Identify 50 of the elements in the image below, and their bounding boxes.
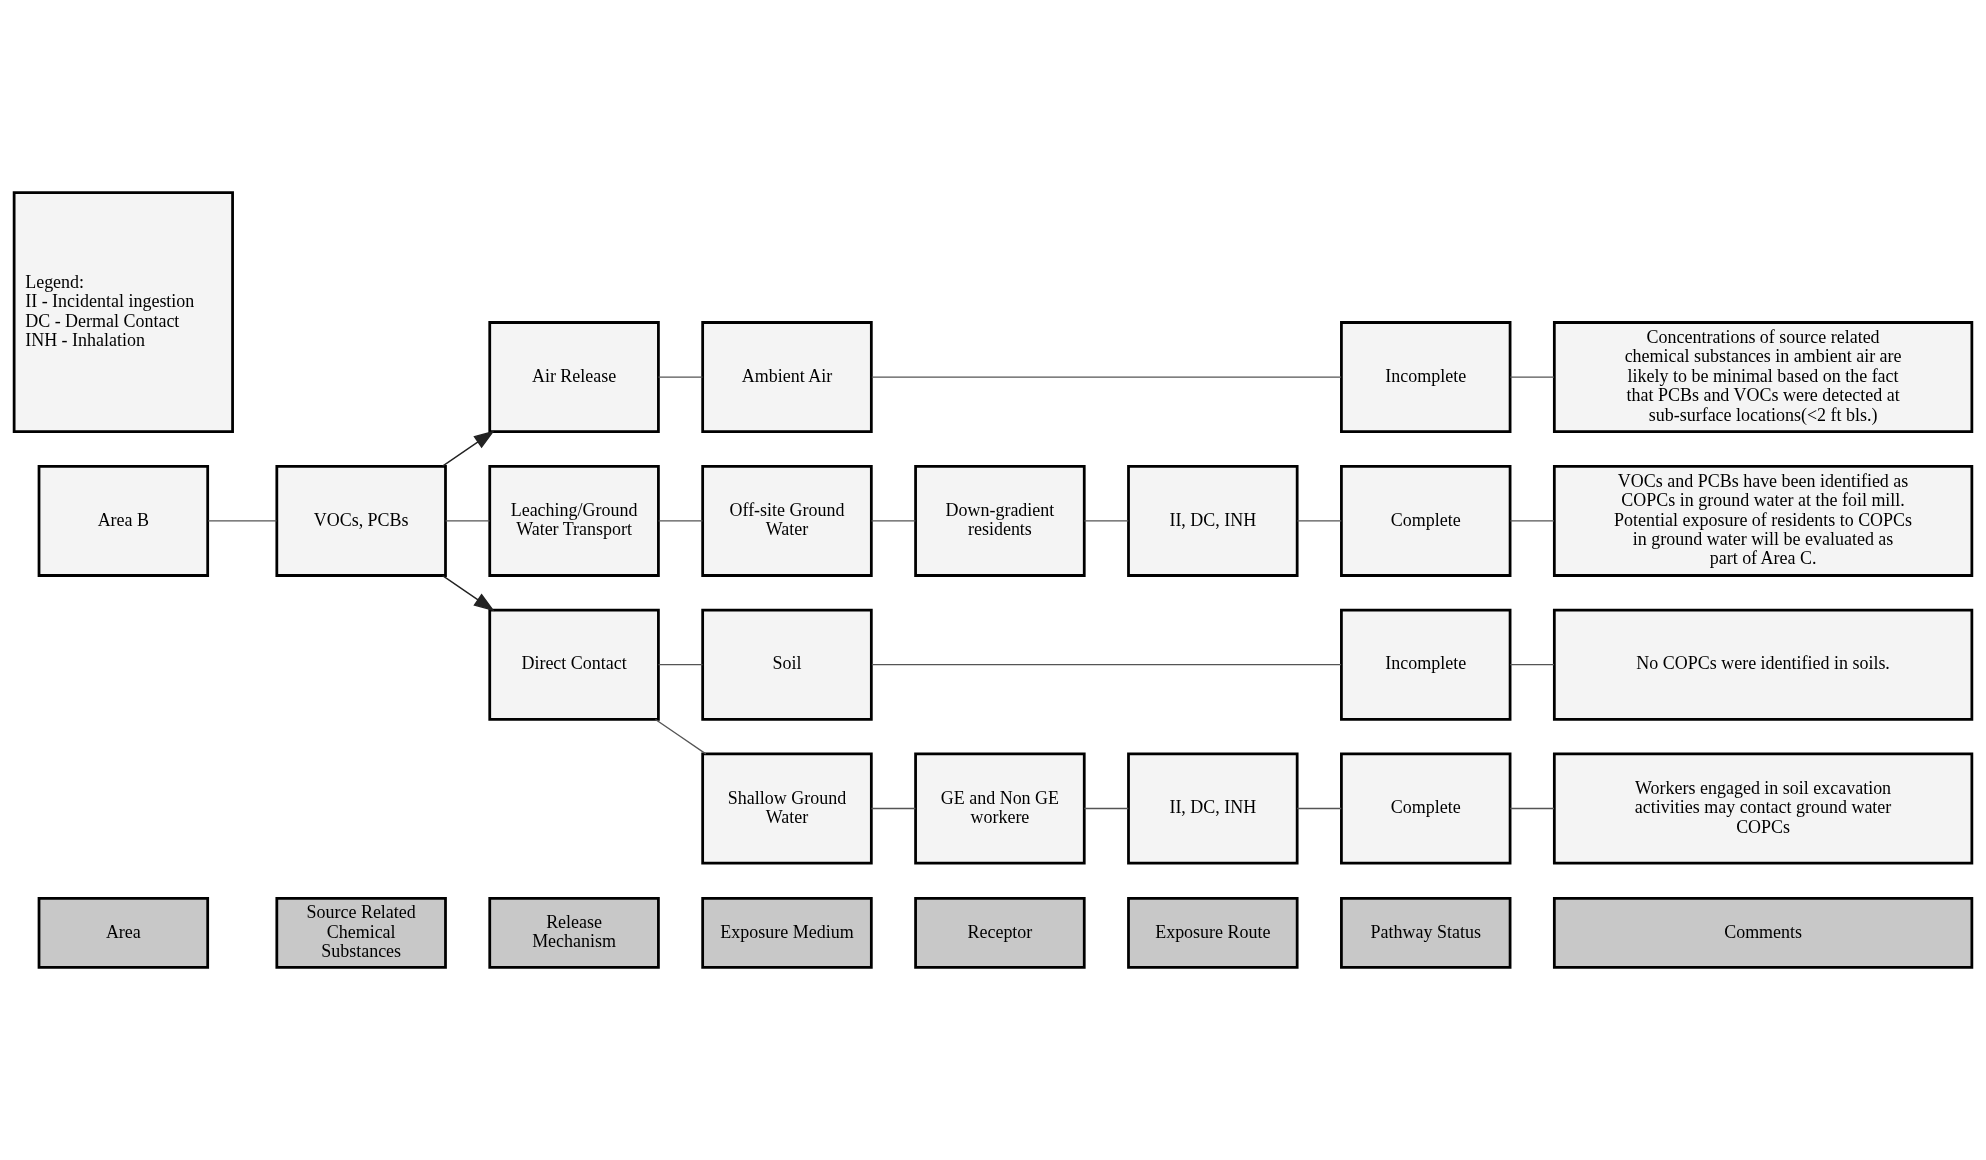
node-box: Area <box>37 896 210 969</box>
connector <box>657 376 704 378</box>
connector <box>654 718 707 755</box>
connector <box>1083 807 1129 810</box>
node-box: Ambient Air <box>701 321 873 434</box>
node-box: Soil <box>701 608 873 721</box>
connector <box>1509 376 1555 378</box>
arrow <box>441 430 495 467</box>
node-box: Down-gradient residents <box>914 464 1086 577</box>
node-box: II, DC, INH <box>1127 752 1299 865</box>
connector <box>871 664 1342 666</box>
connector <box>657 520 704 522</box>
node-box: Shallow Ground Water <box>701 752 873 865</box>
connector <box>870 520 917 522</box>
node-box: Direct Contact <box>488 608 660 721</box>
connector <box>1296 807 1342 810</box>
arrow <box>441 574 495 612</box>
connector <box>1296 520 1342 522</box>
node-box: Complete <box>1340 464 1512 577</box>
node-box: Comments <box>1552 896 1974 969</box>
node-box: Workers engaged in soil excavation activities may contact ground water COPCs <box>1552 752 1974 865</box>
node-box: Legend: II - Incidental ingestion DC - Dermal Contact INH - Inhalation <box>12 191 234 434</box>
node-box: Exposure Medium <box>701 896 873 969</box>
node-box: Pathway Status <box>1340 896 1512 969</box>
node-box: Off-site Ground Water <box>701 464 873 577</box>
node-box: GE and Non GE workere <box>914 752 1086 865</box>
node-box: Leaching/Ground Water Transport <box>488 464 660 577</box>
node-box: Exposure Route <box>1127 896 1299 969</box>
node-box: Complete <box>1340 752 1512 865</box>
node-box: Receptor <box>914 896 1086 969</box>
connector <box>444 520 491 522</box>
node-box: Area B <box>37 464 210 577</box>
node-box: VOCs and PCBs have been identified as COPCs in ground water at the foil mill. Potential exposure of residents to COPCs in ground water will be evaluated as part of Area C. <box>1552 464 1974 577</box>
node-box: Air Release <box>488 321 660 434</box>
connector <box>207 520 278 522</box>
node-box: Incomplete <box>1340 608 1512 721</box>
connector <box>1509 664 1555 666</box>
node-box: II, DC, INH <box>1127 464 1299 577</box>
node-box: Incomplete <box>1340 321 1512 434</box>
connector <box>870 807 917 810</box>
node-box: Concentrations of source related chemical substances in ambient air are likely to be minimal based on the fact that PCBs and VOCs were detected at sub-surface locations(<2 ft bls.) <box>1552 321 1974 434</box>
node-box: Release Mechanism <box>488 896 660 969</box>
connector <box>1083 520 1129 522</box>
node-box: No COPCs were identified in soils. <box>1552 608 1974 721</box>
connector <box>1509 807 1555 810</box>
node-box: VOCs, PCBs <box>275 464 447 577</box>
connector <box>1509 520 1555 522</box>
connector <box>657 664 704 666</box>
connector <box>871 376 1342 378</box>
node-box: Source Related Chemical Substances <box>275 896 447 969</box>
